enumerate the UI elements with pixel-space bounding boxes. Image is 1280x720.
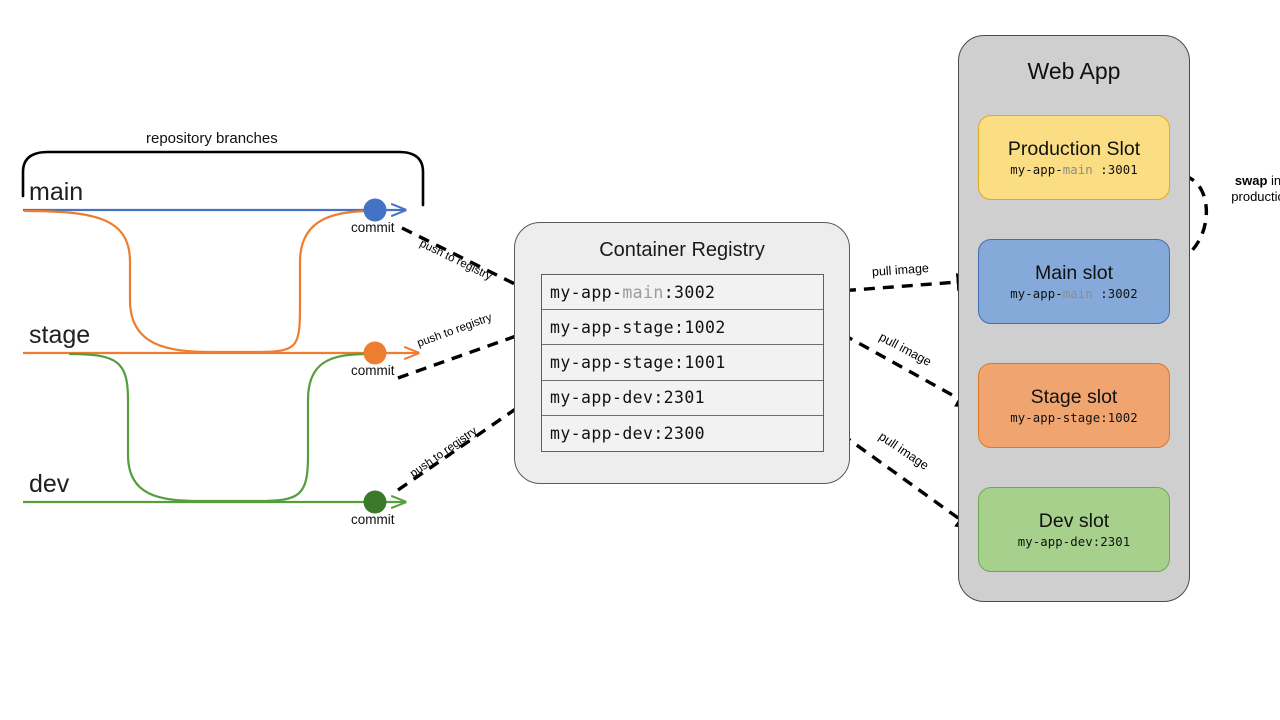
slot-main-tag: my-app-main :3002 [1010, 287, 1138, 301]
pull-arrow-stage [825, 323, 975, 408]
registry-row-prefix: my-app- [550, 388, 623, 408]
slot-tag-suffix: stage:1002 [1062, 411, 1138, 426]
commit-label-stage: commit [351, 363, 395, 378]
repository-branches-bracket [21, 150, 425, 207]
slot-production-tag: my-app-main :3001 [1010, 163, 1138, 177]
push-arrow-dev [397, 395, 536, 492]
push-arrow-stage [397, 326, 536, 380]
commit-dot-dev[interactable] [363, 490, 387, 514]
slot-stage-tag: my-app-stage:1002 [1010, 411, 1138, 425]
swap-label: swap into production [1200, 173, 1280, 206]
registry-row-branch: main [622, 282, 664, 302]
registry-row[interactable]: my-app-main :3002 [542, 275, 823, 311]
pull-arrow-dev [825, 421, 975, 530]
repository-branches-label: repository branches [146, 130, 278, 147]
registry-row-prefix: my-app- [550, 352, 623, 372]
branch-label-main: main [29, 178, 84, 206]
slot-tag-prefix: my-app- [1010, 287, 1063, 302]
slot-main[interactable]: Main slot my-app-main :3002 [978, 239, 1170, 324]
registry-row-prefix: my-app- [550, 282, 623, 302]
registry-row[interactable]: my-app-dev:2300 [542, 415, 823, 451]
swap-label-strong: swap [1234, 173, 1268, 188]
slot-tag-prefix: my-app- [1010, 411, 1063, 426]
slot-stage-title: Stage slot [1030, 385, 1118, 408]
swap-label-rest: into production [1231, 173, 1280, 205]
commit-label-main: commit [351, 220, 395, 235]
pull-arrow-main [825, 273, 975, 294]
registry-row-suffix: stage:1002 [622, 317, 726, 337]
registry-row-prefix: my-app- [550, 317, 623, 337]
registry-row-prefix: my-app- [550, 423, 623, 443]
registry-row-suffix: dev:2301 [622, 388, 706, 408]
container-registry-table: my-app-main :3002 my-app-stage:1002 my-a… [541, 274, 824, 452]
branch-curve-stage [23, 209, 374, 354]
web-app-title: Web App [1027, 58, 1121, 84]
slot-main-title: Main slot [1034, 261, 1114, 284]
slot-tag-suffix: :3001 [1092, 163, 1138, 178]
slot-production[interactable]: Production Slot my-app-main :3001 [978, 115, 1170, 200]
registry-row-suffix: stage:1001 [622, 352, 726, 372]
branch-curve-dev [68, 352, 370, 503]
push-arrow-main [401, 226, 536, 295]
slot-tag-prefix: my-app- [1010, 163, 1063, 178]
slot-dev-title: Dev slot [1038, 509, 1110, 532]
slot-production-title: Production Slot [1007, 137, 1141, 160]
commit-label-dev: commit [351, 512, 395, 527]
slot-dev[interactable]: Dev slot my-app-dev:2301 [978, 487, 1170, 572]
registry-row[interactable]: my-app-stage:1002 [542, 310, 823, 346]
slot-tag-branch: main [1062, 163, 1093, 178]
slot-stage[interactable]: Stage slot my-app-stage:1002 [978, 363, 1170, 448]
slot-dev-tag: my-app-dev:2301 [1018, 535, 1131, 549]
slot-tag-branch: main [1062, 287, 1093, 302]
commit-dot-stage[interactable] [363, 341, 387, 365]
registry-row-suffix: dev:2300 [622, 423, 706, 443]
slot-tag-suffix: :3002 [1092, 287, 1138, 302]
container-registry-title: Container Registry [599, 239, 765, 261]
slot-tag-prefix: my-app- [1017, 535, 1071, 550]
registry-row[interactable]: my-app-dev:2301 [542, 380, 823, 416]
branch-label-dev: dev [29, 470, 70, 498]
branch-label-stage: stage [29, 321, 91, 349]
registry-row-suffix: :3002 [663, 282, 716, 302]
commit-dot-main[interactable] [363, 198, 387, 222]
slot-tag-suffix: dev:2301 [1070, 535, 1131, 550]
registry-row[interactable]: my-app-stage:1001 [542, 345, 823, 381]
